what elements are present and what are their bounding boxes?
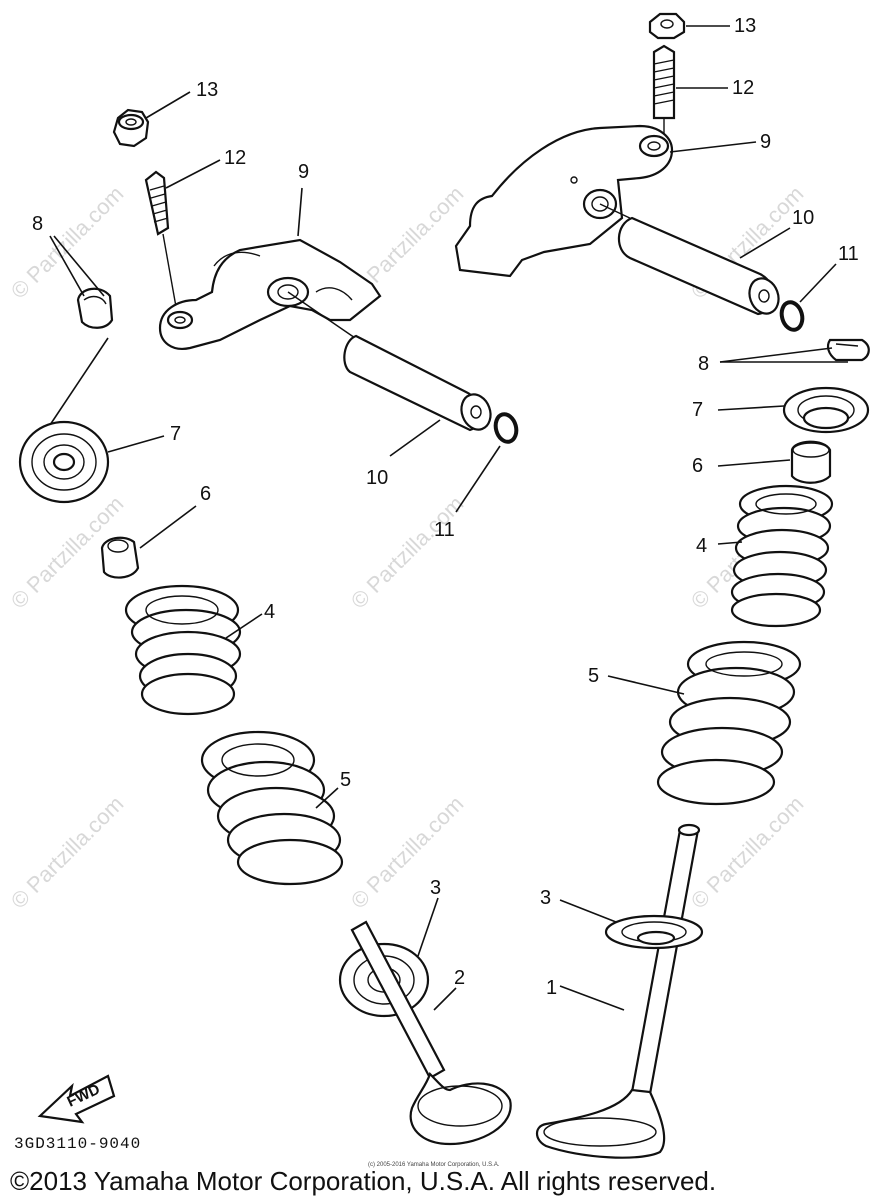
callout-8-left: 8 [32, 213, 43, 235]
callout-4-right: 4 [696, 535, 707, 557]
callout-4-left: 4 [264, 601, 275, 623]
valve-cotter-8-right [719, 338, 870, 363]
callout-9-right: 9 [760, 131, 771, 153]
adjusting-screw-12-right [652, 44, 728, 138]
valve-seal-6-left [100, 505, 197, 579]
diagram-code: 3GD3110-9040 [14, 1135, 141, 1153]
spring-retainer-7-left [18, 420, 165, 504]
callout-5-left: 5 [340, 769, 351, 791]
rocker-shaft-10-right [599, 203, 791, 316]
valve-cotter-8-left [47, 235, 114, 429]
exhaust-valve-2 [350, 920, 512, 1146]
copyright-text: ©2013 Yamaha Motor Corporation, U.S.A. A… [10, 1166, 716, 1196]
tiny-credit: (c) 2005-2016 Yamaha Motor Corporation, … [368, 1162, 500, 1168]
callout-labels: 13 12 9 8 7 10 11 6 4 5 3 2 13 12 9 10 1… [32, 15, 859, 999]
valve-seal-6-right [717, 440, 832, 484]
outer-spring-5-right [607, 640, 802, 806]
inner-spring-4-left [124, 584, 263, 716]
rocker-arm-9-left [158, 187, 382, 350]
outer-spring-5-left [200, 730, 344, 886]
callout-13-left: 13 [196, 79, 218, 101]
adjusting-screw-12-left [144, 159, 221, 319]
callout-1: 1 [546, 977, 557, 999]
rocker-shaft-10-left [287, 291, 492, 457]
callout-2: 2 [454, 967, 465, 989]
watermark: © Partzilla.com [6, 181, 129, 304]
callout-11-right: 11 [838, 243, 859, 265]
inner-spring-4-right [717, 484, 834, 628]
fwd-arrow-icon: FWD [37, 1074, 116, 1124]
watermark: © Partzilla.com [6, 791, 129, 914]
callout-10-left: 10 [366, 467, 388, 489]
callout-7-right: 7 [692, 399, 703, 421]
watermark: © Partzilla.com [346, 491, 469, 614]
callout-3-left: 3 [430, 877, 441, 899]
callout-11-left: 11 [434, 519, 455, 541]
nut-13-right [648, 12, 730, 40]
callout-12-left: 12 [224, 147, 246, 169]
rocker-arm-9-right [454, 124, 757, 278]
intake-valve-1 [535, 823, 701, 1159]
callout-13-right: 13 [734, 15, 756, 37]
callout-6-left: 6 [200, 483, 211, 505]
spring-seat-3-right [559, 899, 704, 950]
o-ring-11-right [779, 263, 837, 332]
watermark: © Partzilla.com [686, 791, 809, 914]
callout-8-right: 8 [698, 353, 709, 375]
callout-9-left: 9 [298, 161, 309, 183]
watermark: © Partzilla.com [346, 791, 469, 914]
callout-3-right: 3 [540, 887, 551, 909]
nut-13-left [112, 91, 191, 148]
callout-12-right: 12 [732, 77, 754, 99]
callout-10-right: 10 [792, 207, 814, 229]
callout-7-left: 7 [170, 423, 181, 445]
spring-retainer-7-right [717, 386, 870, 434]
callout-5-right: 5 [588, 665, 599, 687]
callout-6-right: 6 [692, 455, 703, 477]
o-ring-11-left [455, 412, 519, 513]
